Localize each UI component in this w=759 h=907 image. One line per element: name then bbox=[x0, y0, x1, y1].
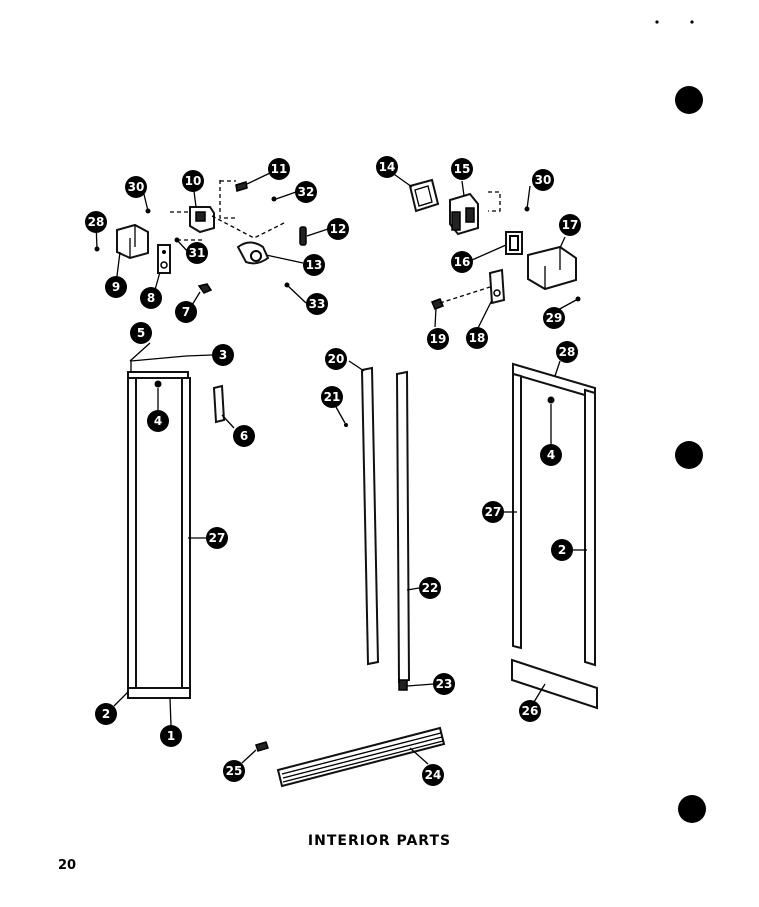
svg-text:2: 2 bbox=[102, 707, 110, 721]
svg-text:25: 25 bbox=[226, 764, 243, 778]
callout-3: 3 bbox=[212, 344, 234, 366]
liner-frame-left bbox=[127, 355, 226, 699]
callout-18: 18 bbox=[466, 327, 488, 349]
svg-text:13: 13 bbox=[306, 258, 323, 272]
svg-text:23: 23 bbox=[436, 677, 453, 691]
callout-16: 16 bbox=[451, 251, 473, 273]
callout-24: 24 bbox=[422, 764, 444, 786]
svg-text:30: 30 bbox=[128, 180, 145, 194]
callout-9: 9 bbox=[105, 276, 127, 298]
callout-4-left: 4 bbox=[147, 410, 169, 432]
callout-27-right: 27 bbox=[482, 501, 504, 523]
callout-1: 1 bbox=[160, 725, 182, 747]
svg-text:18: 18 bbox=[469, 331, 486, 345]
svg-text:5: 5 bbox=[137, 326, 145, 340]
callout-11: 11 bbox=[268, 158, 290, 180]
svg-text:7: 7 bbox=[182, 305, 190, 319]
svg-text:26: 26 bbox=[522, 704, 539, 718]
svg-text:1: 1 bbox=[167, 729, 175, 743]
toe-grille bbox=[255, 726, 446, 788]
svg-text:19: 19 bbox=[430, 332, 447, 346]
control-assembly-right bbox=[408, 178, 581, 310]
svg-text:30: 30 bbox=[535, 173, 552, 187]
callout-7: 7 bbox=[175, 301, 197, 323]
callout-26: 26 bbox=[519, 700, 541, 722]
svg-text:14: 14 bbox=[379, 160, 396, 174]
diagram-caption: INTERIOR PARTS bbox=[307, 833, 452, 849]
callout-17: 17 bbox=[559, 214, 581, 236]
binder-hole-top bbox=[675, 86, 703, 114]
callout-2-right: 2 bbox=[551, 539, 573, 561]
svg-text:28: 28 bbox=[559, 345, 576, 359]
svg-text:22: 22 bbox=[422, 581, 439, 595]
callout-30-right: 30 bbox=[532, 169, 554, 191]
svg-text:33: 33 bbox=[309, 297, 326, 311]
callout-14: 14 bbox=[376, 156, 398, 178]
svg-text:16: 16 bbox=[454, 255, 471, 269]
callout-31: 31 bbox=[186, 242, 208, 264]
svg-text:15: 15 bbox=[454, 162, 471, 176]
callout-21: 21 bbox=[321, 386, 343, 408]
callout-28-left: 28 bbox=[85, 211, 107, 233]
callout-28-right: 28 bbox=[556, 341, 578, 363]
svg-text:10: 10 bbox=[185, 174, 202, 188]
callout-8: 8 bbox=[140, 287, 162, 309]
callout-20: 20 bbox=[325, 348, 347, 370]
callout-5: 5 bbox=[130, 322, 152, 344]
svg-text:8: 8 bbox=[147, 291, 155, 305]
svg-text:29: 29 bbox=[546, 311, 563, 325]
callout-29: 29 bbox=[543, 307, 565, 329]
callout-25: 25 bbox=[223, 760, 245, 782]
callout-12: 12 bbox=[327, 218, 349, 240]
svg-text:3: 3 bbox=[219, 348, 227, 362]
svg-text:12: 12 bbox=[330, 222, 347, 236]
callout-19: 19 bbox=[427, 328, 449, 350]
mullion-strips bbox=[344, 366, 411, 691]
svg-text:21: 21 bbox=[324, 390, 341, 404]
callout-30-left: 30 bbox=[125, 176, 147, 198]
svg-text:11: 11 bbox=[271, 162, 288, 176]
callout-13: 13 bbox=[303, 254, 325, 276]
svg-text:6: 6 bbox=[240, 429, 248, 443]
callout-2-left: 2 bbox=[95, 703, 117, 725]
svg-text:9: 9 bbox=[112, 280, 120, 294]
callout-10: 10 bbox=[182, 170, 204, 192]
svg-text:27: 27 bbox=[485, 505, 502, 519]
callout-23: 23 bbox=[433, 673, 455, 695]
svg-text:27: 27 bbox=[209, 531, 226, 545]
svg-text:24: 24 bbox=[425, 768, 442, 782]
svg-text:17: 17 bbox=[562, 218, 579, 232]
svg-text:31: 31 bbox=[189, 246, 206, 260]
liner-frame-right bbox=[511, 362, 598, 710]
callout-33: 33 bbox=[306, 293, 328, 315]
binder-hole-bottom bbox=[678, 795, 706, 823]
binder-hole-middle bbox=[675, 441, 703, 469]
page-number: 20 bbox=[58, 858, 77, 873]
callout-4-right: 4 bbox=[540, 444, 562, 466]
control-assembly-left bbox=[94, 180, 307, 294]
svg-text:4: 4 bbox=[154, 414, 162, 428]
callout-6: 6 bbox=[233, 425, 255, 447]
svg-text:4: 4 bbox=[547, 448, 555, 462]
callout-27-left: 27 bbox=[206, 527, 228, 549]
callout-32: 32 bbox=[295, 181, 317, 203]
svg-text:32: 32 bbox=[298, 185, 315, 199]
svg-text:20: 20 bbox=[328, 352, 345, 366]
svg-text:28: 28 bbox=[88, 215, 105, 229]
callout-15: 15 bbox=[451, 158, 473, 180]
callout-22: 22 bbox=[419, 577, 441, 599]
svg-text:2: 2 bbox=[558, 543, 566, 557]
